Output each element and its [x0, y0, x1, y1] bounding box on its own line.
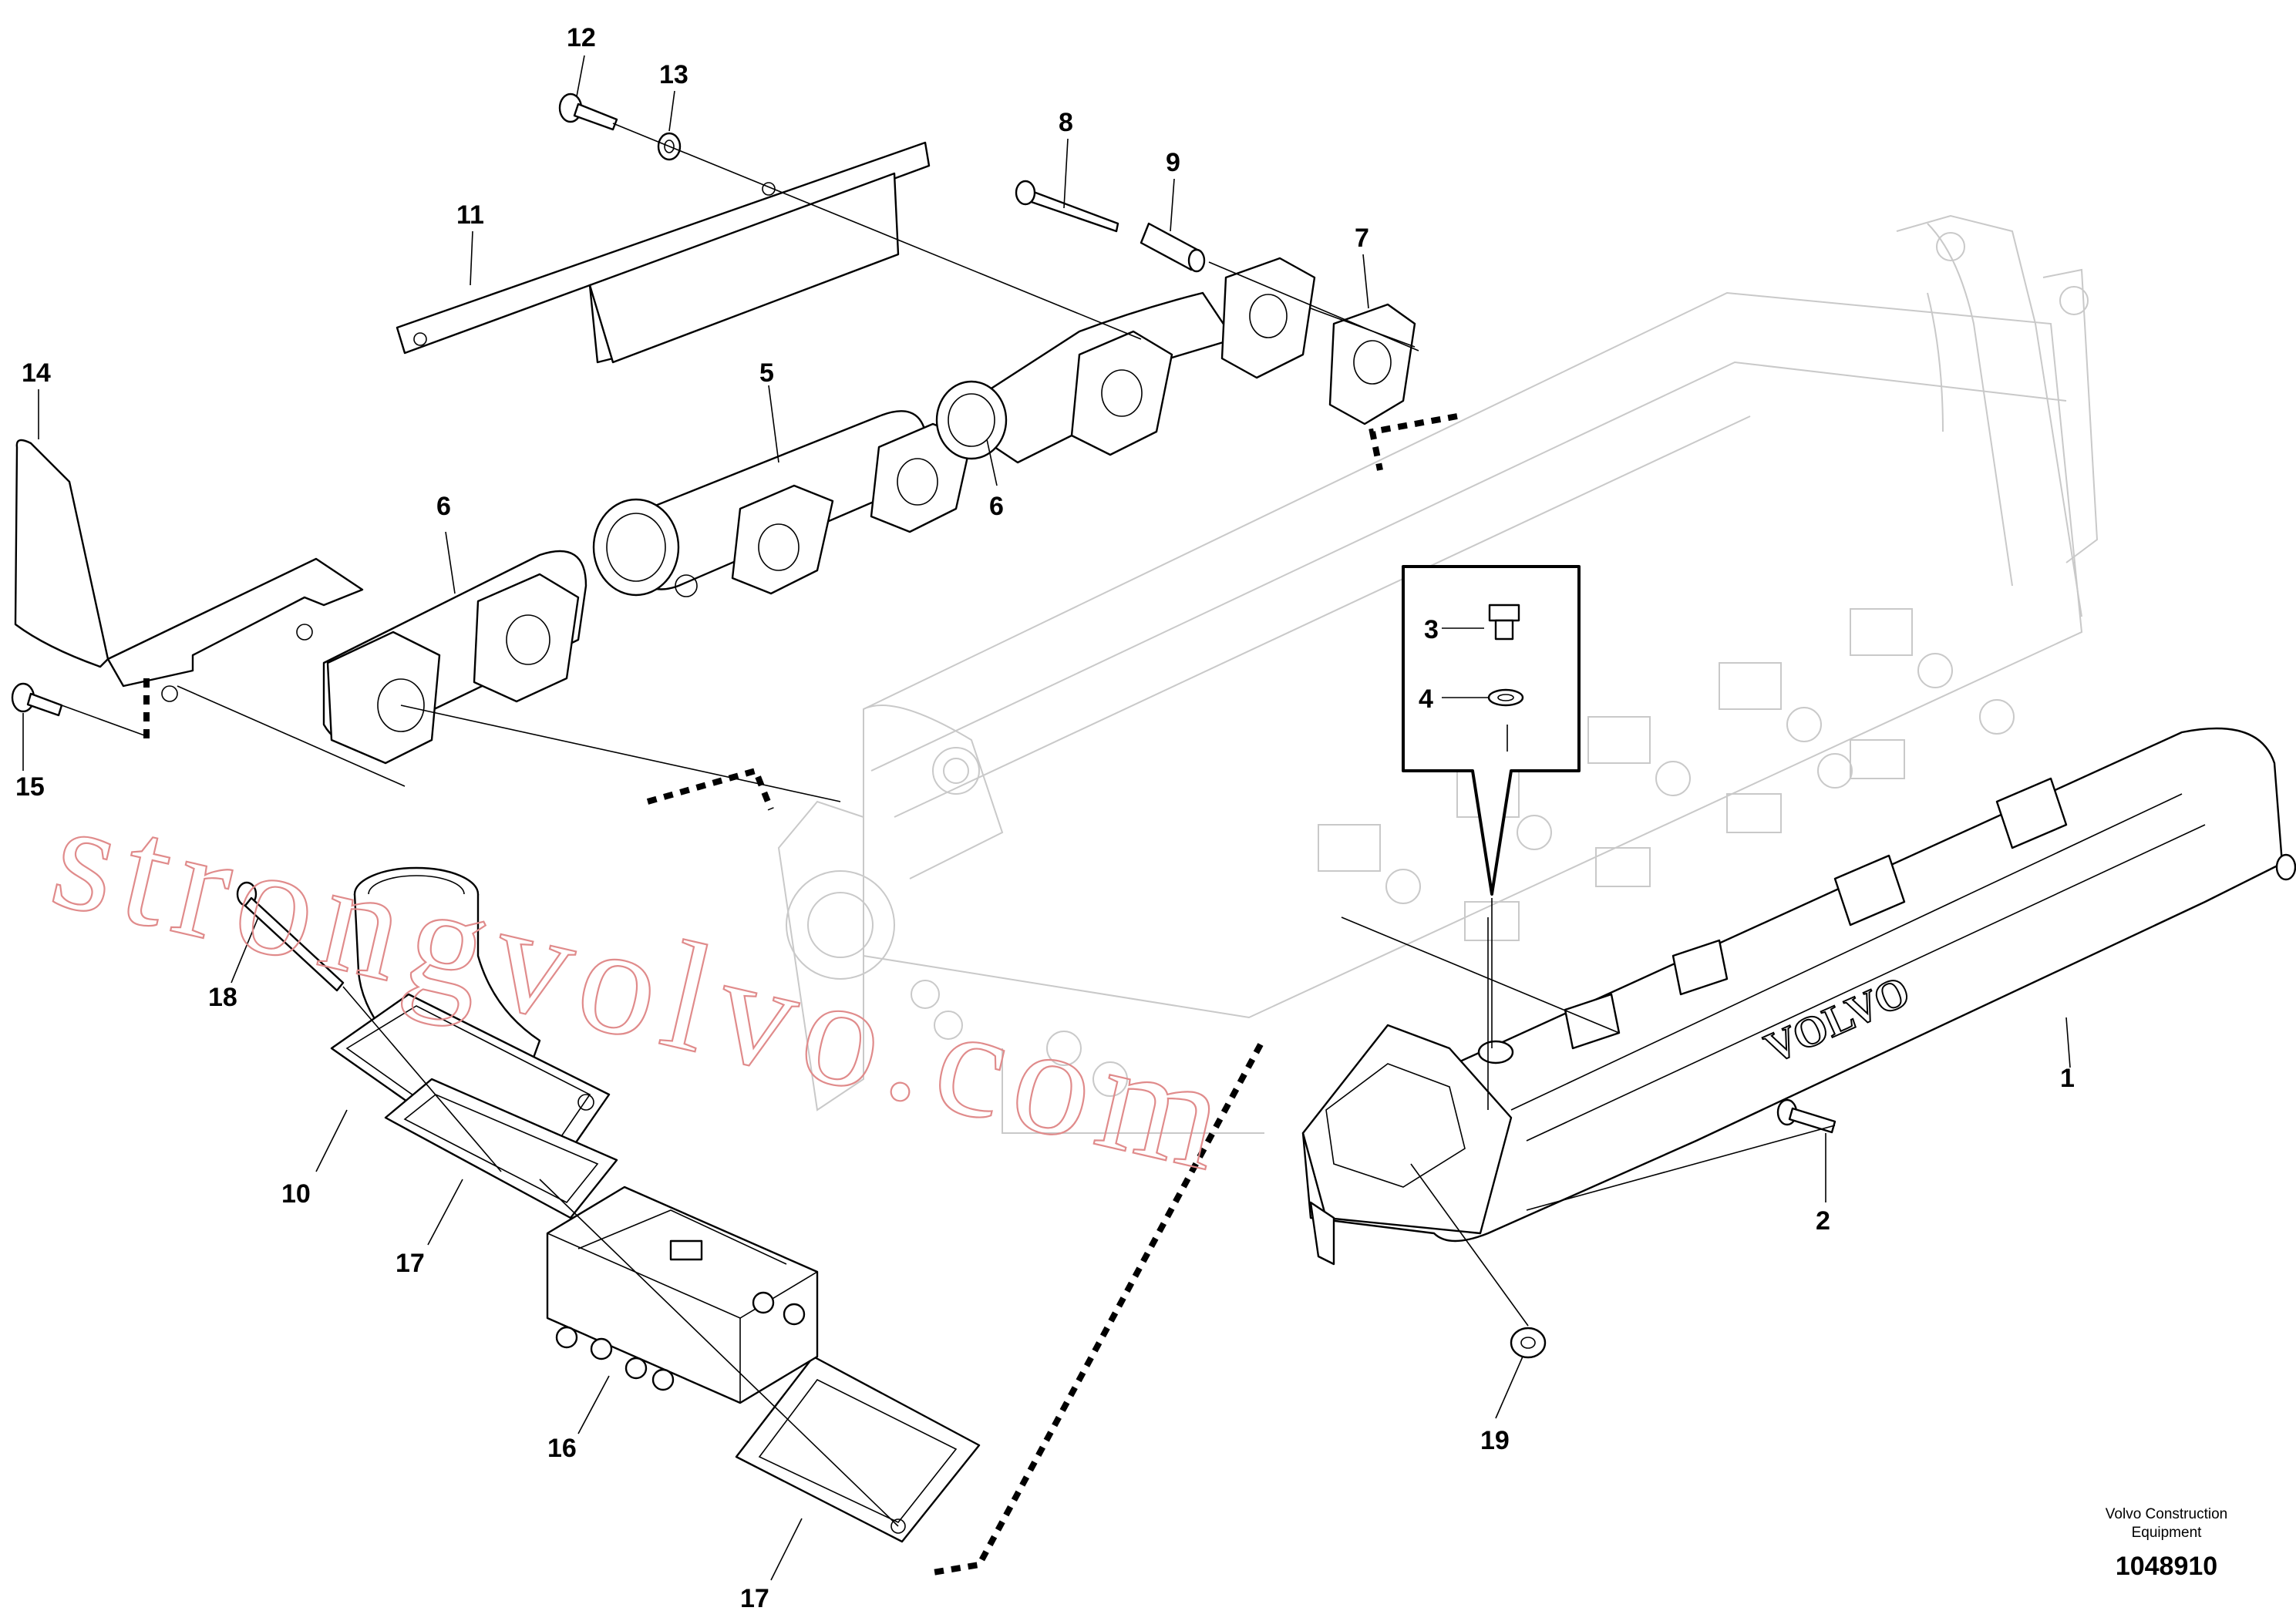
callout-13: 13	[659, 60, 688, 89]
callout-7: 7	[1355, 224, 1369, 253]
alignment-dashed-lines	[143, 413, 1458, 1576]
detail-inset-box	[1402, 565, 1581, 896]
intake-port-windows	[1318, 608, 1913, 941]
engine-cylinder-head-ghost	[777, 214, 2099, 1134]
assembly-lines	[61, 123, 1836, 1527]
callout-1: 1	[2060, 1064, 2075, 1093]
heat-shield-plate-14	[14, 439, 364, 702]
callout-12: 12	[567, 23, 596, 52]
bolt-8	[1015, 180, 1119, 233]
caption-block: Volvo Construction Equipment 1048910	[2106, 1506, 2227, 1581]
bolt-15	[11, 682, 63, 717]
callout-9: 9	[1166, 148, 1180, 177]
plug-3	[1488, 604, 1520, 641]
callout-19: 19	[1480, 1426, 1510, 1455]
callout-leaders	[22, 55, 2071, 1581]
callout-numbers: 1 2 3 4 5 6 6 7 8 9 10 11 12 13 14 15 16…	[15, 23, 2075, 1613]
preheater-unit-16	[546, 1185, 819, 1404]
exhaust-manifold-middle-5	[592, 410, 973, 597]
bolt-2	[1776, 1098, 1836, 1134]
callout-6a: 6	[436, 492, 451, 521]
callout-11: 11	[456, 200, 484, 230]
callout-10: 10	[281, 1179, 311, 1209]
gasket-7	[1328, 303, 1416, 425]
callout-15: 15	[15, 772, 45, 802]
bolt-18	[236, 881, 345, 992]
spacer-sleeve-9	[1140, 222, 1206, 273]
exhaust-manifold-rear-6	[935, 257, 1316, 464]
heat-shield-bracket-11	[396, 141, 931, 364]
callout-17b: 17	[740, 1584, 769, 1613]
document-number: 1048910	[2116, 1552, 2217, 1581]
caption-line-2: Equipment	[2132, 1525, 2203, 1541]
seal-ring-4	[1487, 688, 1524, 707]
caption-line-1: Volvo Construction	[2106, 1506, 2227, 1522]
head-bolt-bosses	[1385, 653, 2015, 904]
flange-nut-19	[1510, 1327, 1547, 1359]
callout-18: 18	[208, 983, 237, 1012]
callout-8: 8	[1059, 108, 1073, 137]
callout-2: 2	[1816, 1206, 1830, 1236]
callout-3: 3	[1424, 615, 1439, 644]
gasket-17-upper	[384, 1078, 618, 1219]
callout-14: 14	[22, 358, 51, 388]
callout-6b: 6	[989, 492, 1004, 521]
callout-5: 5	[759, 358, 774, 388]
bolt-12	[558, 92, 618, 131]
callout-16: 16	[547, 1434, 577, 1463]
callout-4: 4	[1419, 684, 1433, 714]
intake-manifold-1: VOLVO	[1301, 727, 2296, 1266]
callout-17a: 17	[396, 1249, 425, 1278]
exhaust-manifold-front-6	[322, 550, 587, 765]
gasket-17-lower	[735, 1355, 981, 1543]
